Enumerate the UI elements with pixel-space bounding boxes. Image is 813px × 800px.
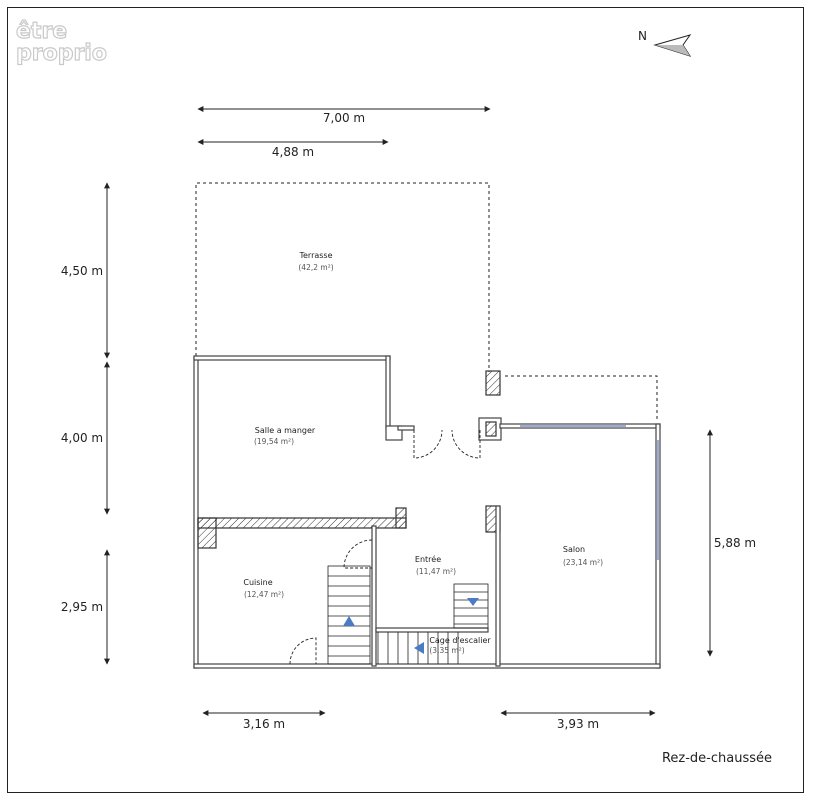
windows [520, 425, 659, 560]
north-arrow-shade-icon [655, 45, 690, 56]
stair-left-arrow-icon [414, 642, 424, 654]
stair-up-arrow-icon [343, 616, 355, 626]
dim-bottom-right: 3,93 m [557, 717, 599, 731]
dim-left-middle: 4,00 m [61, 431, 103, 445]
logo: être proprio [15, 18, 107, 66]
room-cage-escalier-area: (3,35 m²) [429, 646, 464, 655]
dim-left-bottom: 2,95 m [61, 600, 103, 614]
walls [193, 355, 661, 669]
room-salon-name: Salon [563, 545, 585, 554]
room-salle-a-manger-area: (19,54 m²) [254, 437, 294, 446]
dim-bottom-left: 3,16 m [243, 717, 285, 731]
terrace-outline [195, 182, 658, 420]
room-terrasse-area: (42,2 m²) [298, 263, 333, 272]
stair-arrows [343, 598, 479, 654]
room-salle-a-manger-name: Salle a manger [255, 426, 316, 435]
room-salon-area: (23,14 m²) [563, 558, 603, 567]
drawing-frame [7, 7, 804, 793]
north-label: N [638, 29, 647, 43]
dim-top-partial: 4,88 m [272, 145, 314, 159]
door-french-right [451, 429, 481, 459]
dim-right-salon: 5,88 m [714, 536, 756, 550]
staircases [327, 565, 489, 665]
logo-line-2: proprio [16, 41, 107, 66]
room-cuisine-name: Cuisine [243, 578, 272, 587]
north-arrow: N [638, 29, 692, 57]
door-kitchen-entry [343, 539, 373, 569]
room-entree-area: (11,47 m²) [416, 567, 456, 576]
stair-down-arrow-icon [467, 598, 479, 606]
dim-left-terrace: 4,50 m [61, 264, 103, 278]
logo-line-1: être [16, 19, 67, 44]
room-cage-escalier-name: Cage d'escalier [429, 636, 491, 645]
level-label: Rez-de-chaussée [662, 751, 772, 766]
door-kitchen-exterior [289, 637, 317, 665]
room-entree-name: Entrée [415, 554, 441, 564]
dim-top-total: 7,00 m [323, 111, 365, 125]
door-french-left [413, 429, 443, 459]
doors [289, 429, 481, 665]
dimension-lines [104, 106, 713, 716]
room-cuisine-area: (12,47 m²) [244, 590, 284, 599]
room-terrasse-name: Terrasse [298, 251, 332, 260]
